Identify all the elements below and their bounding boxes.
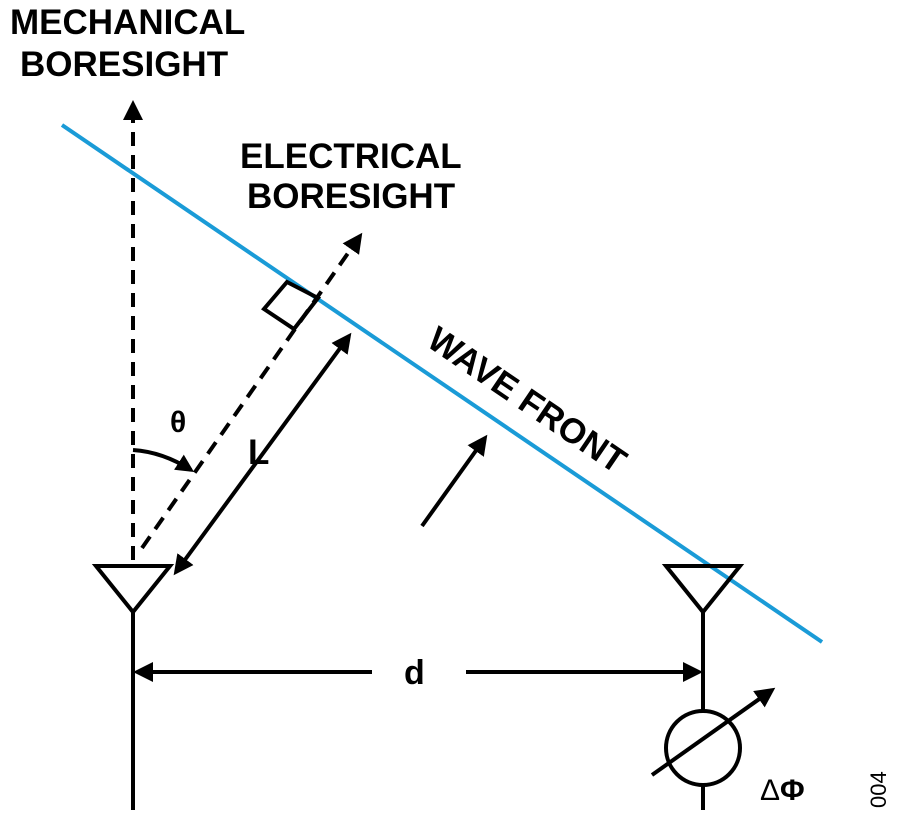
theta-label: θ [170,406,186,439]
wave-front-line [60,123,824,644]
antenna-triangle-icon [661,564,745,810]
mechanical-boresight-label-1: MECHANICAL [10,3,245,42]
electrical-boresight-arrow [140,232,363,550]
phase-shifter-icon [650,687,776,787]
path-length-arrow [173,332,352,576]
theta-angle-arc [132,448,195,472]
spacing-label: d [404,654,425,692]
antenna-triangle-icon [91,564,175,810]
wave-front-label: WAVE FRONT [421,319,634,481]
electrical-boresight-label-1: ELECTRICAL [240,137,462,176]
electrical-boresight-label-2: BORESIGHT [247,177,455,216]
phase-shift-label: ΔΦ [760,774,805,807]
right-angle-marker [261,279,322,332]
wave-direction-arrow [420,434,488,528]
mechanical-boresight-label-2: BORESIGHT [20,45,228,84]
path-length-label: L [248,433,269,472]
phase-symbol: Φ [780,774,805,807]
delta-symbol: Δ [760,774,780,807]
figure-number: 004 [866,771,891,808]
